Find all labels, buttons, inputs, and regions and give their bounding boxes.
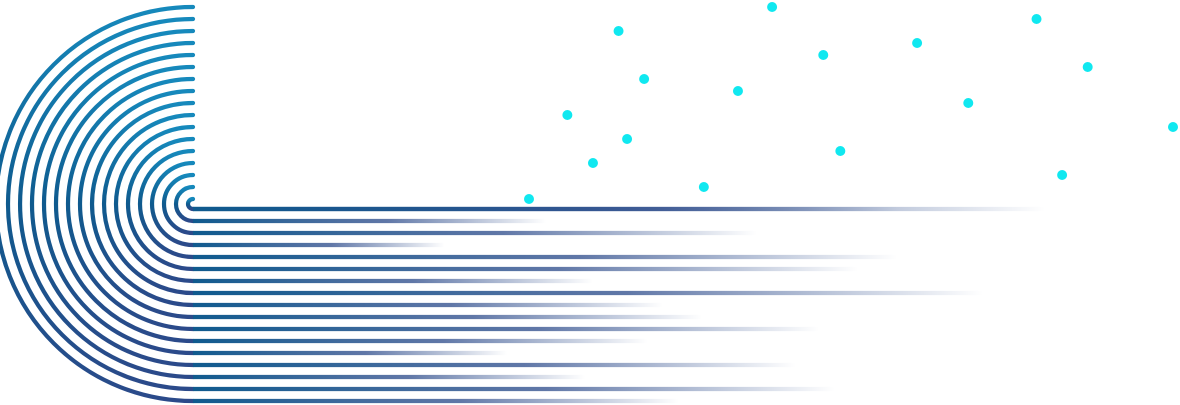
line-end-dot xyxy=(1168,122,1178,132)
concentric-arc xyxy=(65,76,196,332)
line-end-dot xyxy=(562,110,573,120)
end-dots xyxy=(524,2,1178,204)
concentric-arc xyxy=(53,64,196,344)
line-end-dot xyxy=(524,194,534,204)
concentric-arc xyxy=(173,184,196,224)
line-end-dot xyxy=(1082,62,1093,72)
top-cyan-lines xyxy=(190,4,1176,202)
line-end-dot xyxy=(1057,170,1068,180)
concentric-arc xyxy=(41,52,196,356)
concentric-arc xyxy=(17,28,196,380)
line-end-dot xyxy=(587,158,598,168)
line-end-dot xyxy=(698,182,709,192)
concentric-arc xyxy=(5,16,196,392)
arc-group xyxy=(0,4,196,404)
line-end-dot xyxy=(613,26,624,36)
concentric-arc xyxy=(137,148,196,260)
concentric-arc xyxy=(125,136,196,272)
line-end-dot xyxy=(963,98,974,108)
line-end-dot xyxy=(732,86,743,96)
line-end-dot xyxy=(622,134,633,144)
line-end-dot xyxy=(639,74,650,84)
bottom-fade-lines xyxy=(192,206,1046,404)
concentric-arc xyxy=(77,88,196,320)
concentric-arc xyxy=(149,160,196,248)
concentric-arc xyxy=(161,172,196,236)
line-end-dot xyxy=(912,38,923,48)
line-end-dot xyxy=(818,50,829,60)
line-end-dot xyxy=(767,2,778,12)
line-end-dot xyxy=(835,146,846,156)
concentric-arc xyxy=(89,100,196,308)
concentric-arc xyxy=(0,4,196,404)
concentric-arc xyxy=(101,112,196,296)
concentric-arc xyxy=(113,124,196,284)
concentric-arc xyxy=(29,40,196,368)
line-end-dot xyxy=(1031,14,1042,24)
